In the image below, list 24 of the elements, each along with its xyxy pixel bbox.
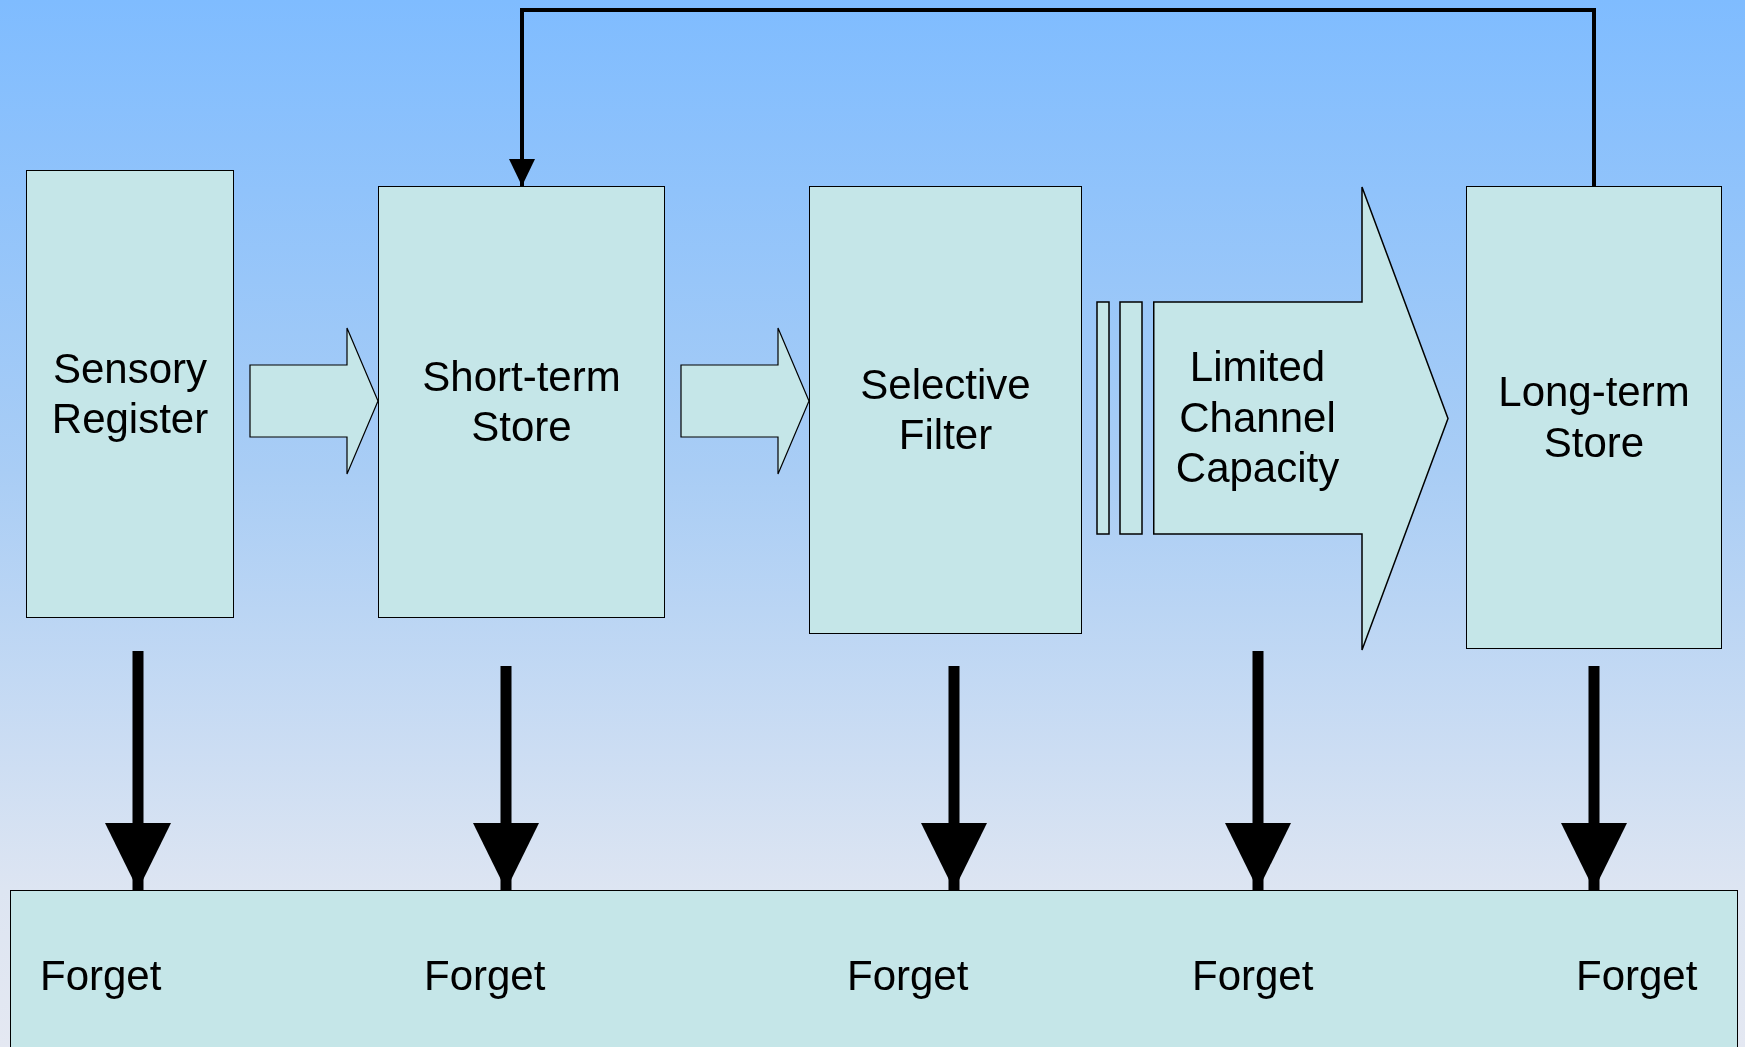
block-arrow: [249, 327, 379, 475]
block-arrow: [680, 327, 810, 475]
arrow: [105, 651, 171, 890]
forget-band: [10, 890, 1738, 1047]
arrow-label: Limited Channel Capacity: [1174, 342, 1341, 494]
box-label: Long-term Store: [1497, 367, 1691, 468]
store-box: [378, 186, 665, 618]
store-box: [1466, 186, 1722, 649]
arrow: [509, 8, 1596, 186]
arrow: [921, 666, 987, 890]
arrow: [1225, 651, 1291, 890]
forget-label: Forget: [40, 951, 162, 1001]
forget-label: Forget: [1576, 951, 1698, 1001]
store-box: [26, 170, 234, 618]
store-box: [809, 186, 1082, 634]
box-label: Selective Filter: [859, 359, 1032, 460]
forget-label: Forget: [424, 951, 546, 1001]
block-arrow-shape: [1153, 186, 1449, 651]
arrow: [1561, 666, 1627, 890]
box-label: Short-term Store: [421, 351, 622, 452]
box-label: Sensory Register: [50, 343, 210, 444]
forget-label: Forget: [847, 951, 969, 1001]
arrow: [473, 666, 539, 890]
forget-label: Forget: [1192, 951, 1314, 1001]
